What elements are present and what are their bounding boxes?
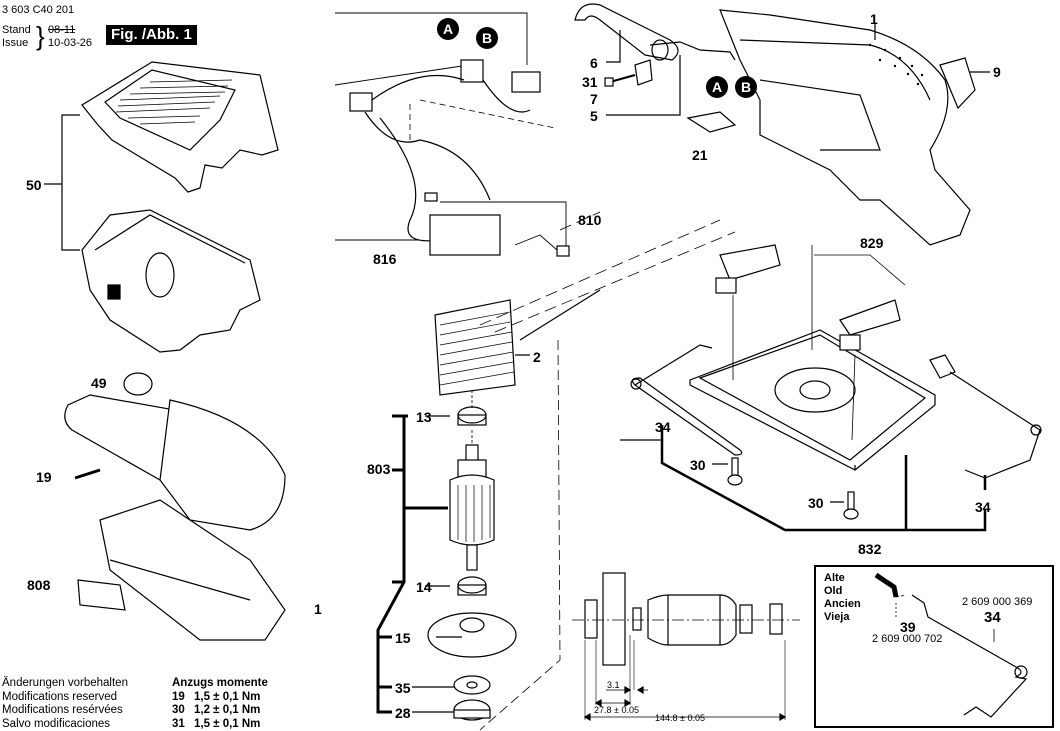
torque-part: 31 — [172, 717, 185, 730]
lang-es: Vieja — [824, 611, 850, 623]
callout-28: 28 — [395, 705, 411, 721]
torque-value: 1,5 ± 0,1 Nm — [194, 690, 261, 703]
clamp-brackets — [715, 244, 906, 441]
lang-de: Alte — [824, 572, 845, 584]
wiring-harness — [334, 12, 570, 257]
armature-assembly — [427, 390, 517, 721]
callout-19: 19 — [36, 469, 52, 485]
dimension-27-8: 27.8 ± 0.05 — [594, 705, 639, 715]
callout-30-left: 30 — [690, 457, 706, 473]
torque-row: 31 1,5 ± 0,1 Nm — [172, 718, 268, 731]
note-en: Modifications reserved — [2, 690, 118, 703]
dimension-144-8: 144.8 ± 0.05 — [655, 713, 705, 723]
callout-15: 15 — [395, 630, 411, 646]
inset-part-34-number: 2 609 000 369 — [962, 596, 1033, 608]
callout-829: 829 — [860, 235, 884, 251]
callout-34-right: 34 — [975, 499, 991, 515]
torque-table: Anzugs momente 19 1,5 ± 0,1 Nm 30 1,2 ± 0,… — [172, 677, 268, 731]
torque-value: 1,2 ± 0,1 Nm — [194, 704, 261, 716]
issue-label: Issue — [2, 37, 29, 49]
callout-14: 14 — [416, 579, 432, 595]
figure-label: Fig. /Abb. 1 — [106, 25, 197, 45]
inset-part-39: 39 — [900, 619, 916, 635]
inset-part-34: 34 — [984, 609, 1001, 626]
callout-30-right: 30 — [808, 495, 824, 511]
old-date: 08-11 — [48, 24, 76, 36]
callout-810: 810 — [578, 212, 602, 228]
torque-value: 1,5 ± 0,1 Nm — [194, 717, 261, 730]
handle-grip — [574, 3, 737, 133]
dust-box-cover — [81, 61, 279, 193]
connector-a-badge-2: A — [706, 76, 728, 98]
callout-31: 31 — [582, 74, 598, 90]
issue-date: 10-03-26 — [48, 37, 93, 49]
callout-34-left: 34 — [655, 419, 671, 435]
dimension-3-1: 3.1 — [607, 680, 620, 690]
stand-label: Stand — [2, 24, 31, 36]
torque-part: 30 — [172, 704, 185, 716]
clamp-levers — [630, 344, 1042, 479]
callout-1-upper: 1 — [870, 11, 878, 27]
connector-b-badge-2: B — [735, 76, 757, 98]
callout-816: 816 — [373, 251, 397, 267]
torque-part: 19 — [172, 690, 185, 703]
callout-832: 832 — [858, 541, 882, 557]
connector-a-badge: A — [437, 18, 459, 40]
screws-30 — [712, 457, 859, 520]
spring-drawing — [874, 572, 1028, 718]
sander-housing-upper — [719, 9, 990, 246]
torque-row: 19 1,5 ± 0,1 Nm — [172, 691, 268, 705]
torque-row: 30 1,2 ± 0,1 Nm — [172, 704, 268, 718]
modification-notes: Änderungen vorbehalten Modifications res… — [2, 677, 128, 731]
callout-2: 2 — [533, 349, 541, 365]
callout-808: 808 — [27, 577, 51, 593]
dust-box-body — [81, 209, 261, 353]
inset-part-39-number: 2 609 000 702 — [872, 633, 943, 645]
bracket-50 — [61, 114, 80, 251]
callout-803: 803 — [367, 461, 391, 477]
callout-1-lower: 1 — [314, 601, 322, 617]
sander-housing-lower — [64, 372, 286, 641]
note-fr: Modifications resérvées — [2, 704, 123, 716]
document-number: 3 603 C40 201 — [2, 4, 75, 16]
bracket-832 — [660, 425, 987, 532]
callout-6: 6 — [590, 55, 598, 71]
callout-49: 49 — [91, 375, 107, 391]
inset-language-labels: Alte Old Ancien Vieja — [824, 572, 861, 624]
bracket-803 — [376, 414, 448, 714]
lang-fr: Ancien — [824, 598, 861, 610]
callout-21: 21 — [692, 147, 708, 163]
armature-dimension-drawing — [572, 572, 800, 722]
base-plate — [689, 329, 936, 471]
note-de: Änderungen vorbehalten — [2, 677, 128, 689]
connector-b-badge: B — [476, 27, 498, 49]
callout-50: 50 — [26, 177, 42, 193]
callout-35: 35 — [395, 680, 411, 696]
torque-title: Anzugs momente — [172, 677, 268, 689]
callout-7: 7 — [590, 91, 598, 107]
spring-replacement-inset: Alte Old Ancien Vieja 39 2 609 000 702 2… — [814, 565, 1054, 728]
brace-icon: } — [36, 21, 45, 51]
stator — [434, 289, 601, 396]
callout-9: 9 — [993, 64, 1001, 80]
lang-en: Old — [824, 585, 843, 597]
note-es: Salvo modificaciones — [2, 717, 111, 730]
callout-5: 5 — [590, 108, 598, 124]
callout-13: 13 — [416, 409, 432, 425]
